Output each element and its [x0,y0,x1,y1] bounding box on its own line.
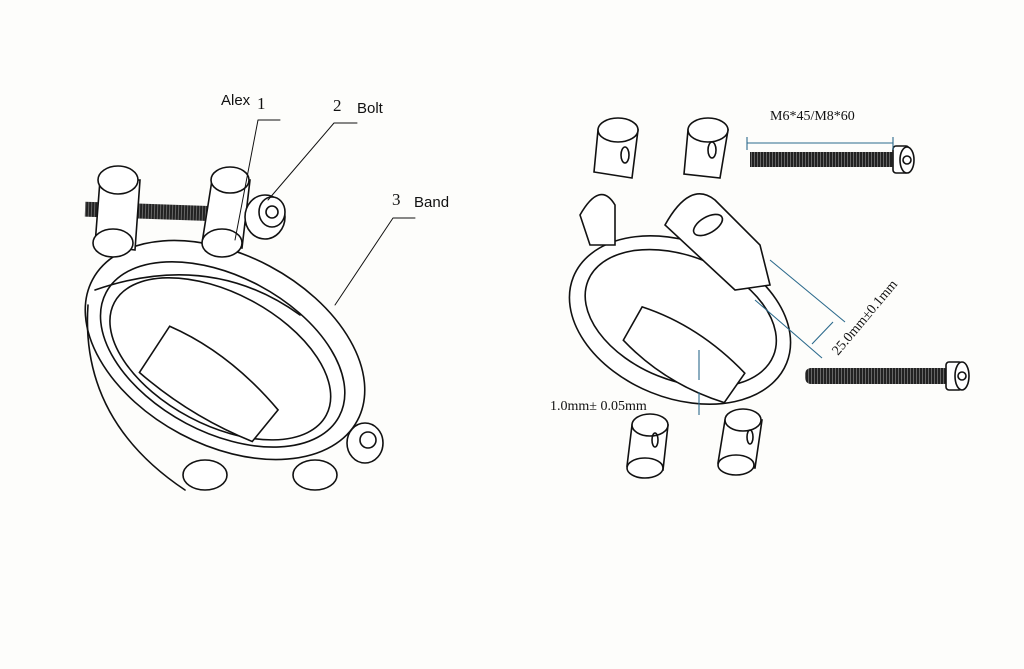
pin-top-middle [201,166,251,258]
bolt-head-top [244,194,286,240]
pin-3 [626,413,669,479]
callouts: Alex 1 2 Bolt 3 Band [221,92,449,306]
label-number-2: 2 [333,96,342,115]
band-overlap [138,325,280,443]
assembled-clamp [84,165,384,491]
pin-bottom-right [292,459,338,491]
exploded-band-overlap [622,305,746,404]
band-tab [663,193,771,291]
band-inner [99,260,346,448]
label-band: Band [414,194,449,211]
band-left-edge [86,304,186,491]
pin-bottom-left [182,459,228,491]
pin-4 [717,408,763,476]
bolt-head-bottom [346,422,384,464]
exploded-clamp [568,117,970,479]
bolt-m6 [750,145,915,174]
band-top-strip [94,274,301,316]
pin-1 [593,117,639,179]
pin-2 [683,117,729,179]
pin-top-left [92,165,141,258]
band-thickness-label: 1.0mm± 0.05mm [550,399,647,414]
label-bolt: Bolt [357,100,384,117]
label-number-1: 1 [257,94,266,113]
bolt-size-label: M6*45/M8*60 [770,109,855,124]
band-tab-left [579,193,616,246]
bolt-m8 [805,361,970,391]
label-alex: Alex [221,92,251,109]
label-number-3: 3 [392,190,401,209]
